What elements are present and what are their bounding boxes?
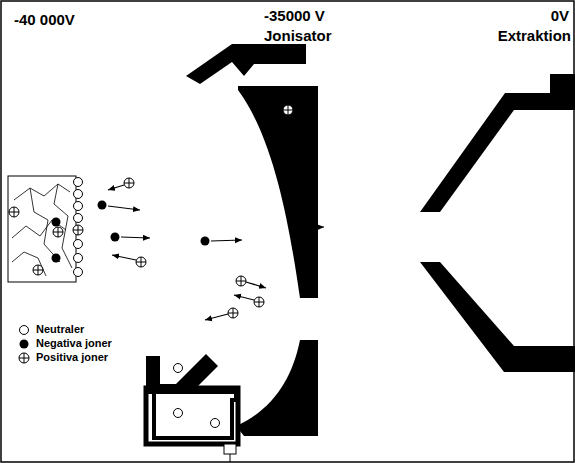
electrode-name: Extraktion — [498, 28, 571, 45]
extraction-electrode — [420, 74, 575, 212]
cesium-oven — [146, 392, 236, 438]
surface-atoms — [9, 178, 83, 277]
ionizer-electrode — [238, 86, 318, 298]
extraction-electrode — [420, 262, 575, 372]
sample-holder — [8, 176, 76, 282]
legend-text: Positiva joner — [36, 351, 108, 363]
connector — [224, 444, 236, 454]
cesium-oven — [146, 388, 238, 444]
legend-samples — [19, 326, 29, 364]
ionizer-electrode — [236, 340, 318, 436]
electrode-name: Jonisator — [264, 28, 332, 45]
particles — [98, 105, 300, 428]
legend-text: Negativa joner — [36, 337, 112, 349]
particle-tracks — [108, 112, 324, 320]
ionizer-cap — [186, 44, 306, 84]
voltage-label: -40 000V — [14, 12, 75, 29]
voltage-label: 0V — [551, 8, 569, 25]
sample-texture — [12, 184, 72, 276]
legend-text: Neutraler — [36, 323, 84, 335]
voltage-label: -35000 V — [264, 8, 325, 25]
